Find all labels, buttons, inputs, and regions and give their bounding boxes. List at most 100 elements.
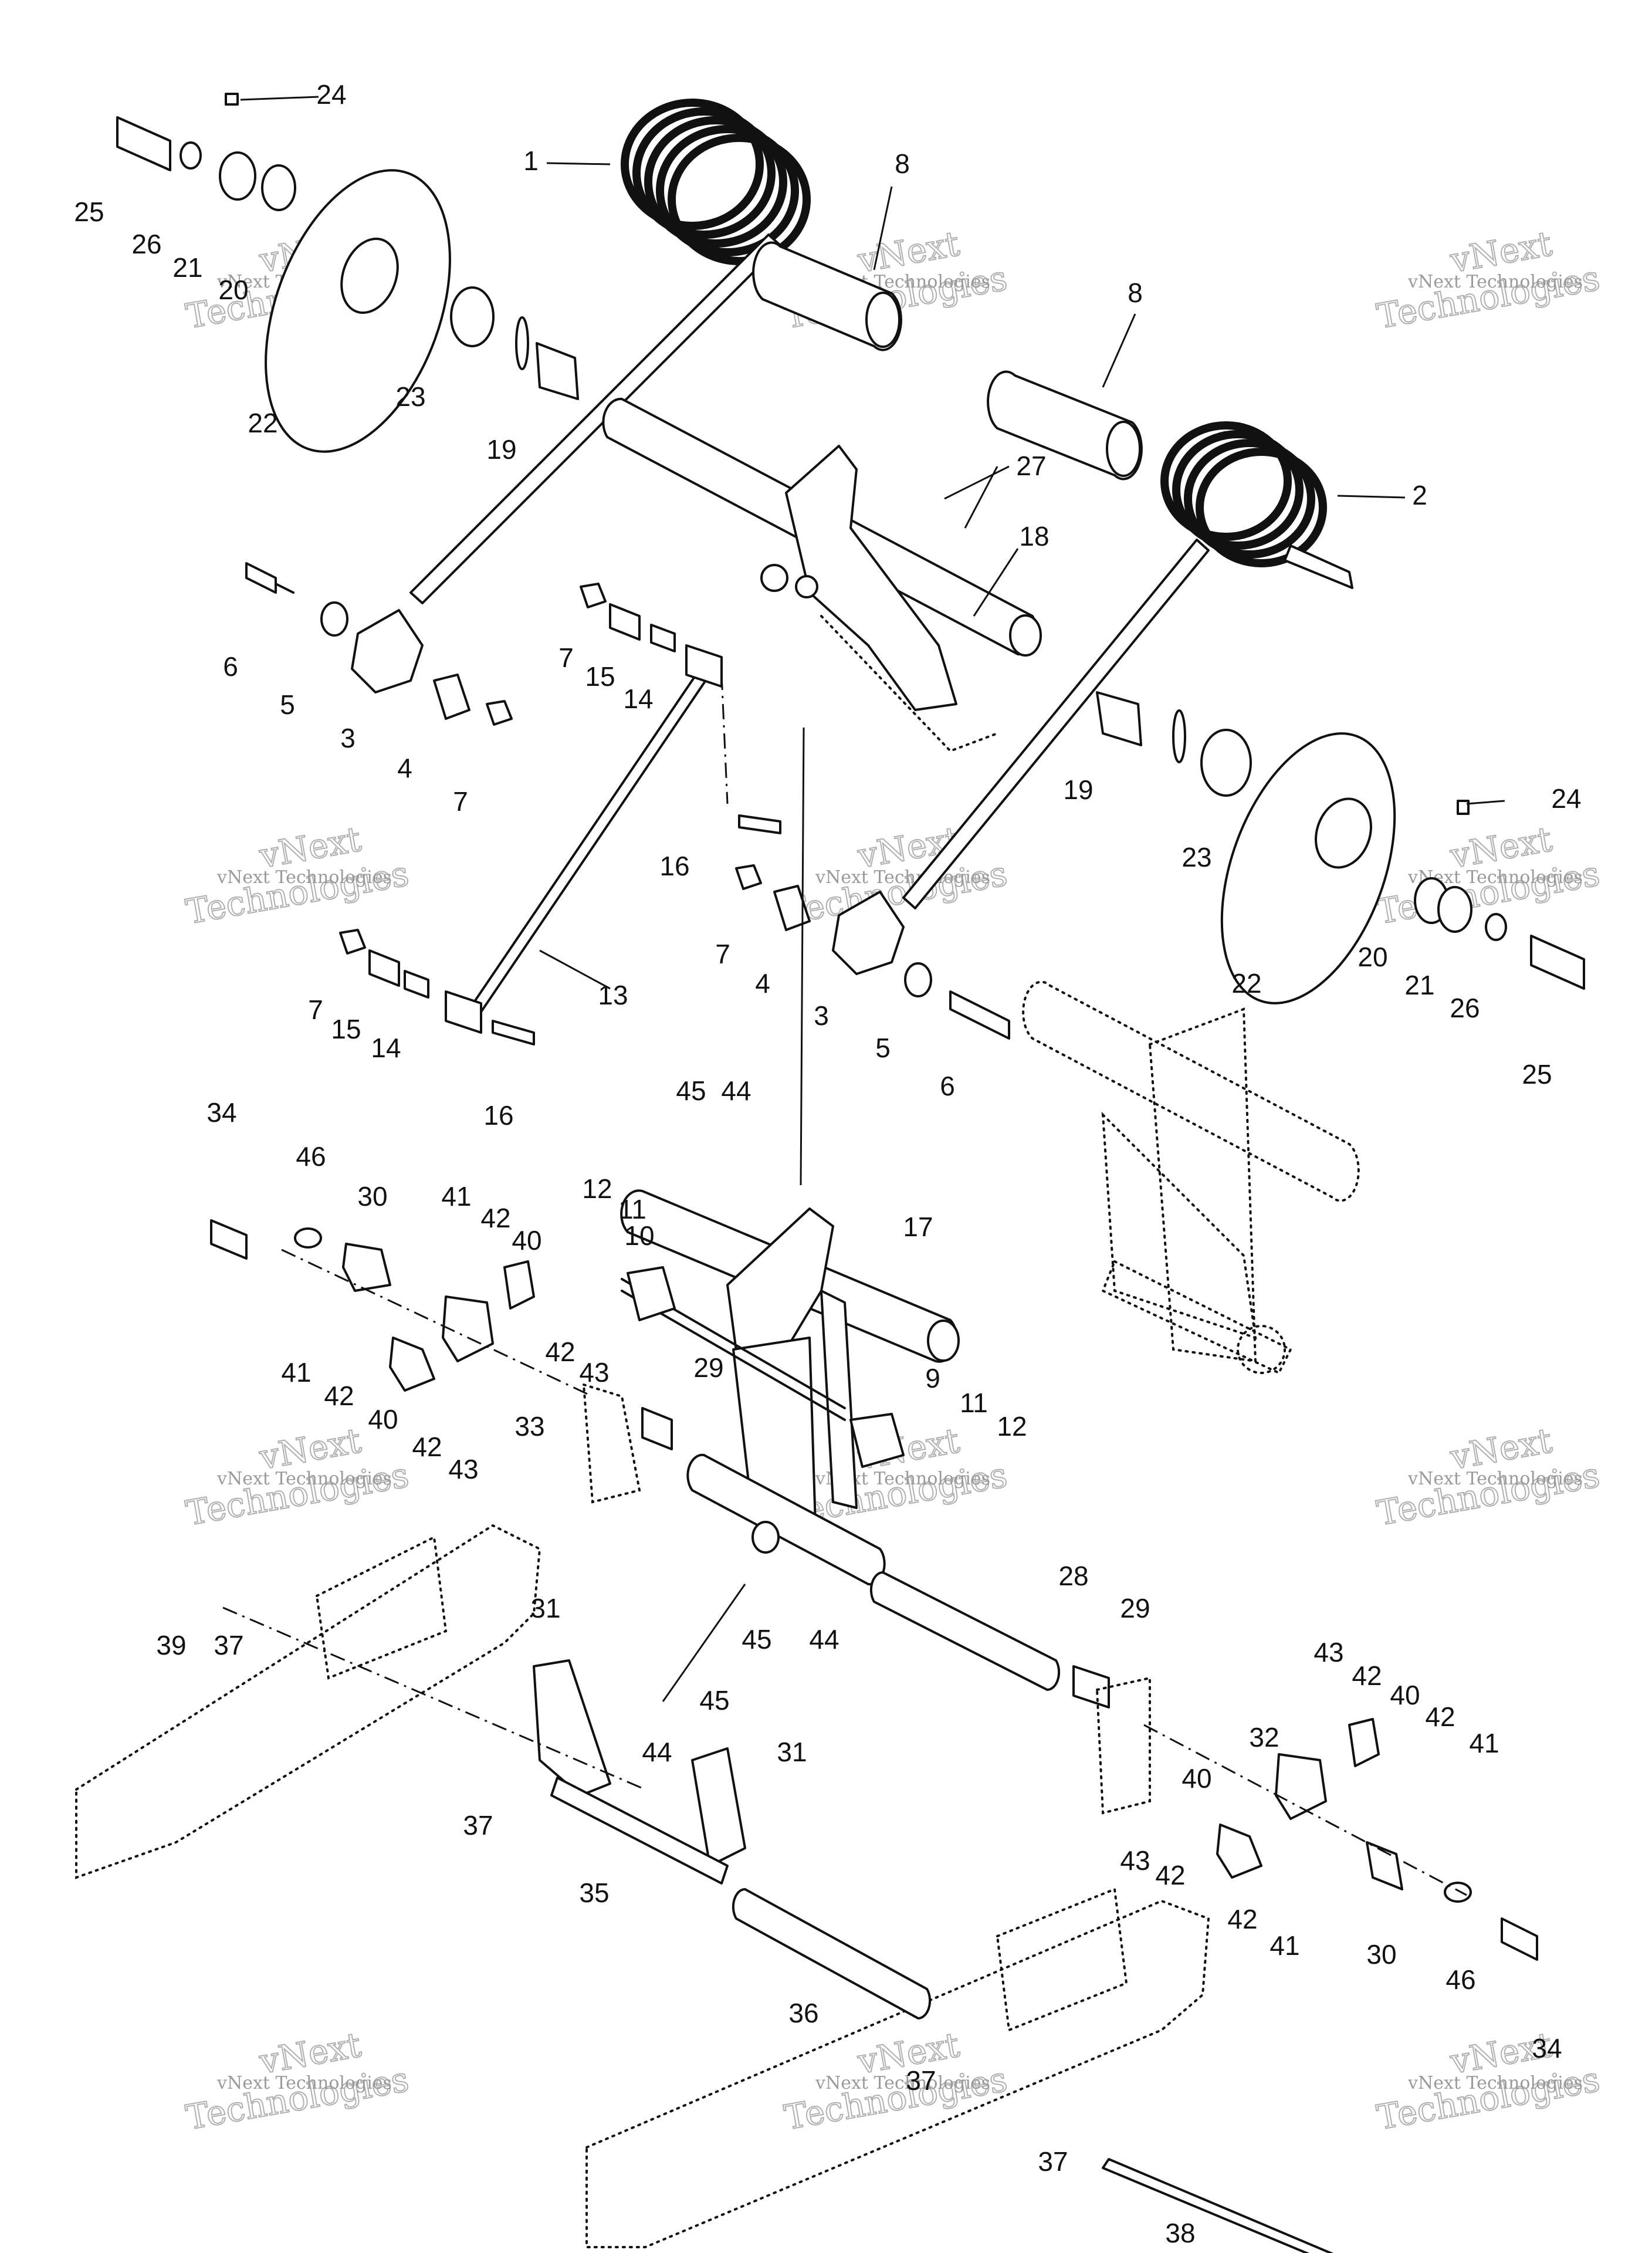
callout-1: 1 (523, 146, 539, 176)
callout-44: 44 (721, 1075, 751, 1106)
callout-31: 31 (530, 1593, 560, 1623)
callout-10: 10 (624, 1220, 654, 1251)
callout-40: 40 (1390, 1680, 1420, 1710)
callout-31: 31 (777, 1737, 807, 1767)
callout-15: 15 (585, 661, 615, 692)
upper-arm-bracket (760, 445, 998, 753)
callout-33: 33 (514, 1411, 544, 1442)
callout-32: 32 (1249, 1722, 1279, 1753)
callout-7: 7 (308, 994, 323, 1025)
callout-13: 13 (598, 980, 628, 1010)
callout-25: 25 (74, 197, 104, 227)
callout-16: 16 (483, 1100, 513, 1131)
callout-12: 12 (582, 1173, 612, 1204)
watermark-line-1: vNext Technologies (1407, 1469, 1583, 1489)
upper-assembly (116, 93, 1585, 1375)
idler-wheel-right (1096, 691, 1585, 1004)
callout-42: 42 (412, 1432, 442, 1462)
callout-30: 30 (1366, 1939, 1396, 1970)
watermark-line-1: vNext Technologies (815, 867, 990, 888)
watermark: vNext Technologies vNext Technologies (1373, 223, 1603, 337)
callout-7: 7 (715, 939, 730, 969)
callout-14: 14 (623, 684, 653, 714)
callout-21: 21 (172, 252, 202, 283)
callout-29: 29 (1120, 1593, 1150, 1623)
watermark: vNext Technologies vNext Technologies (182, 2024, 412, 2138)
callout-18: 18 (1019, 521, 1049, 552)
callout-22: 22 (248, 408, 277, 438)
callout-45: 45 (699, 1685, 729, 1716)
spring-block-right (735, 864, 1010, 1040)
watermark-line-1: vNext Technologies (815, 2073, 990, 2093)
callout-16: 16 (659, 851, 689, 881)
watermark-line-1: vNext Technologies (1407, 272, 1583, 292)
callout-37: 37 (463, 1810, 493, 1841)
callout-29: 29 (693, 1352, 723, 1383)
callout-20: 20 (218, 275, 248, 305)
callout-45: 45 (676, 1075, 706, 1106)
callout-37: 37 (1038, 2146, 1068, 2177)
callout-42: 42 (480, 1203, 510, 1233)
watermark-line-1: vNext Technologies (216, 1469, 392, 1489)
callout-4: 4 (755, 968, 770, 999)
callout-21: 21 (1404, 970, 1434, 1000)
idler-wheel-left (116, 93, 579, 453)
callout-labels: 1 2 3 3 4 4 5 5 6 6 7 7 7 7 8 8 9 10 11 … (74, 79, 1581, 2248)
callout-3: 3 (814, 1000, 829, 1031)
callout-34: 34 (206, 1097, 236, 1128)
callout-23: 23 (395, 381, 425, 412)
callout-44: 44 (809, 1624, 839, 1655)
leader-lines (240, 96, 1505, 990)
callout-11: 11 (618, 1194, 646, 1224)
callout-40: 40 (1182, 1763, 1211, 1794)
callout-12: 12 (997, 1411, 1027, 1442)
callout-23: 23 (1182, 842, 1211, 872)
callout-36: 36 (788, 1998, 818, 2028)
callout-26: 26 (1450, 993, 1480, 1023)
watermark: vNext Technologies vNext Technologies (1373, 2024, 1603, 2138)
callout-5: 5 (875, 1033, 891, 1063)
callout-7: 7 (453, 786, 468, 817)
watermark: vNext Technologies vNext Technologies (1373, 818, 1603, 932)
watermark: vNext Technologies vNext Technologies (1373, 1420, 1603, 1534)
watermark: vNext Technologies vNext Technologies (182, 818, 412, 932)
watermark-line-1: vNext Technologies (216, 867, 392, 888)
callout-28: 28 (1058, 1561, 1088, 1591)
callout-7: 7 (558, 642, 574, 673)
callout-24: 24 (1551, 783, 1581, 814)
callout-19: 19 (1063, 774, 1093, 805)
callout-15: 15 (331, 1014, 361, 1044)
spring-block-left (245, 562, 513, 726)
callout-43: 43 (448, 1454, 478, 1484)
callout-42: 42 (1425, 1701, 1455, 1732)
callout-42: 42 (1227, 1904, 1257, 1934)
callout-34: 34 (1532, 2033, 1562, 2063)
watermark: vNext Technologies vNext Technologies (781, 2024, 1011, 2138)
bushing-8-upper (752, 241, 902, 351)
watermark-line-1: vNext Technologies (216, 2073, 392, 2093)
callout-42: 42 (1155, 1860, 1185, 1890)
callout-5: 5 (280, 689, 295, 720)
callout-46: 46 (1446, 1964, 1475, 1995)
callout-41: 41 (281, 1357, 311, 1388)
callout-6: 6 (223, 651, 238, 682)
callout-38: 38 (1165, 2218, 1195, 2248)
torsion-spring-left (409, 99, 811, 604)
callout-37: 37 (906, 2065, 936, 2096)
callout-9: 9 (925, 1363, 940, 1393)
callout-4: 4 (397, 753, 412, 783)
callout-41: 41 (441, 1181, 471, 1212)
callout-42: 42 (545, 1337, 575, 1367)
callout-41: 41 (1270, 1930, 1299, 1961)
watermark: vNext Technologies vNext Technologies (182, 1420, 412, 1534)
callout-42: 42 (1352, 1660, 1382, 1691)
callout-6: 6 (940, 1071, 955, 1101)
lower-assembly (75, 1524, 1538, 2253)
callout-44: 44 (642, 1737, 672, 1767)
callout-20: 20 (1358, 942, 1387, 972)
callout-3: 3 (340, 723, 356, 753)
callout-43: 43 (579, 1357, 609, 1388)
callout-24: 24 (316, 79, 346, 110)
torsion-spring-right (902, 421, 1353, 909)
